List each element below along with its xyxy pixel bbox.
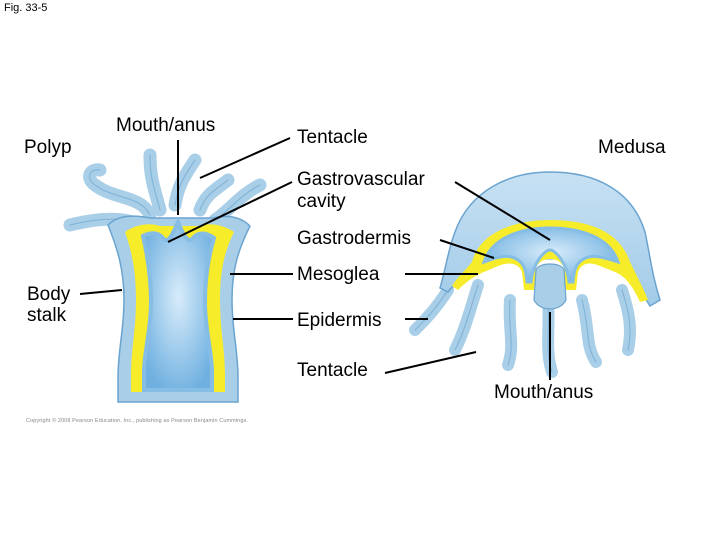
polyp-gastrovascular-cavity xyxy=(140,216,217,392)
leader-lines xyxy=(79,137,551,380)
figure-number: Fig. 33-5 xyxy=(4,2,48,14)
polyp-illustration xyxy=(63,148,267,403)
polyp-tentacles xyxy=(63,148,267,232)
medusa-mouth-anus-label: Mouth/anus xyxy=(494,382,594,403)
gastrovascular-label-line2: cavity xyxy=(297,191,346,212)
tentacle-bottom-label: Tentacle xyxy=(297,360,368,381)
medusa-gastrovascular-cavity xyxy=(481,226,621,284)
medusa-title: Medusa xyxy=(598,137,666,158)
medusa-illustration xyxy=(409,171,661,378)
tentacle-top-label: Tentacle xyxy=(297,127,368,148)
gastrovascular-label-line1: Gastrovascular xyxy=(297,169,425,190)
body-stalk-label-line1: Body xyxy=(27,284,71,305)
copyright-notice: Copyright © 2008 Pearson Education, Inc.… xyxy=(26,418,248,424)
mesoglea-label: Mesoglea xyxy=(297,264,380,285)
gastrodermis-label: Gastrodermis xyxy=(297,228,412,249)
polyp-title: Polyp xyxy=(24,137,72,158)
body-stalk-label-line2: stalk xyxy=(27,305,67,326)
epidermis-label: Epidermis xyxy=(297,310,382,331)
polyp-mouth-anus-label: Mouth/anus xyxy=(116,115,216,136)
